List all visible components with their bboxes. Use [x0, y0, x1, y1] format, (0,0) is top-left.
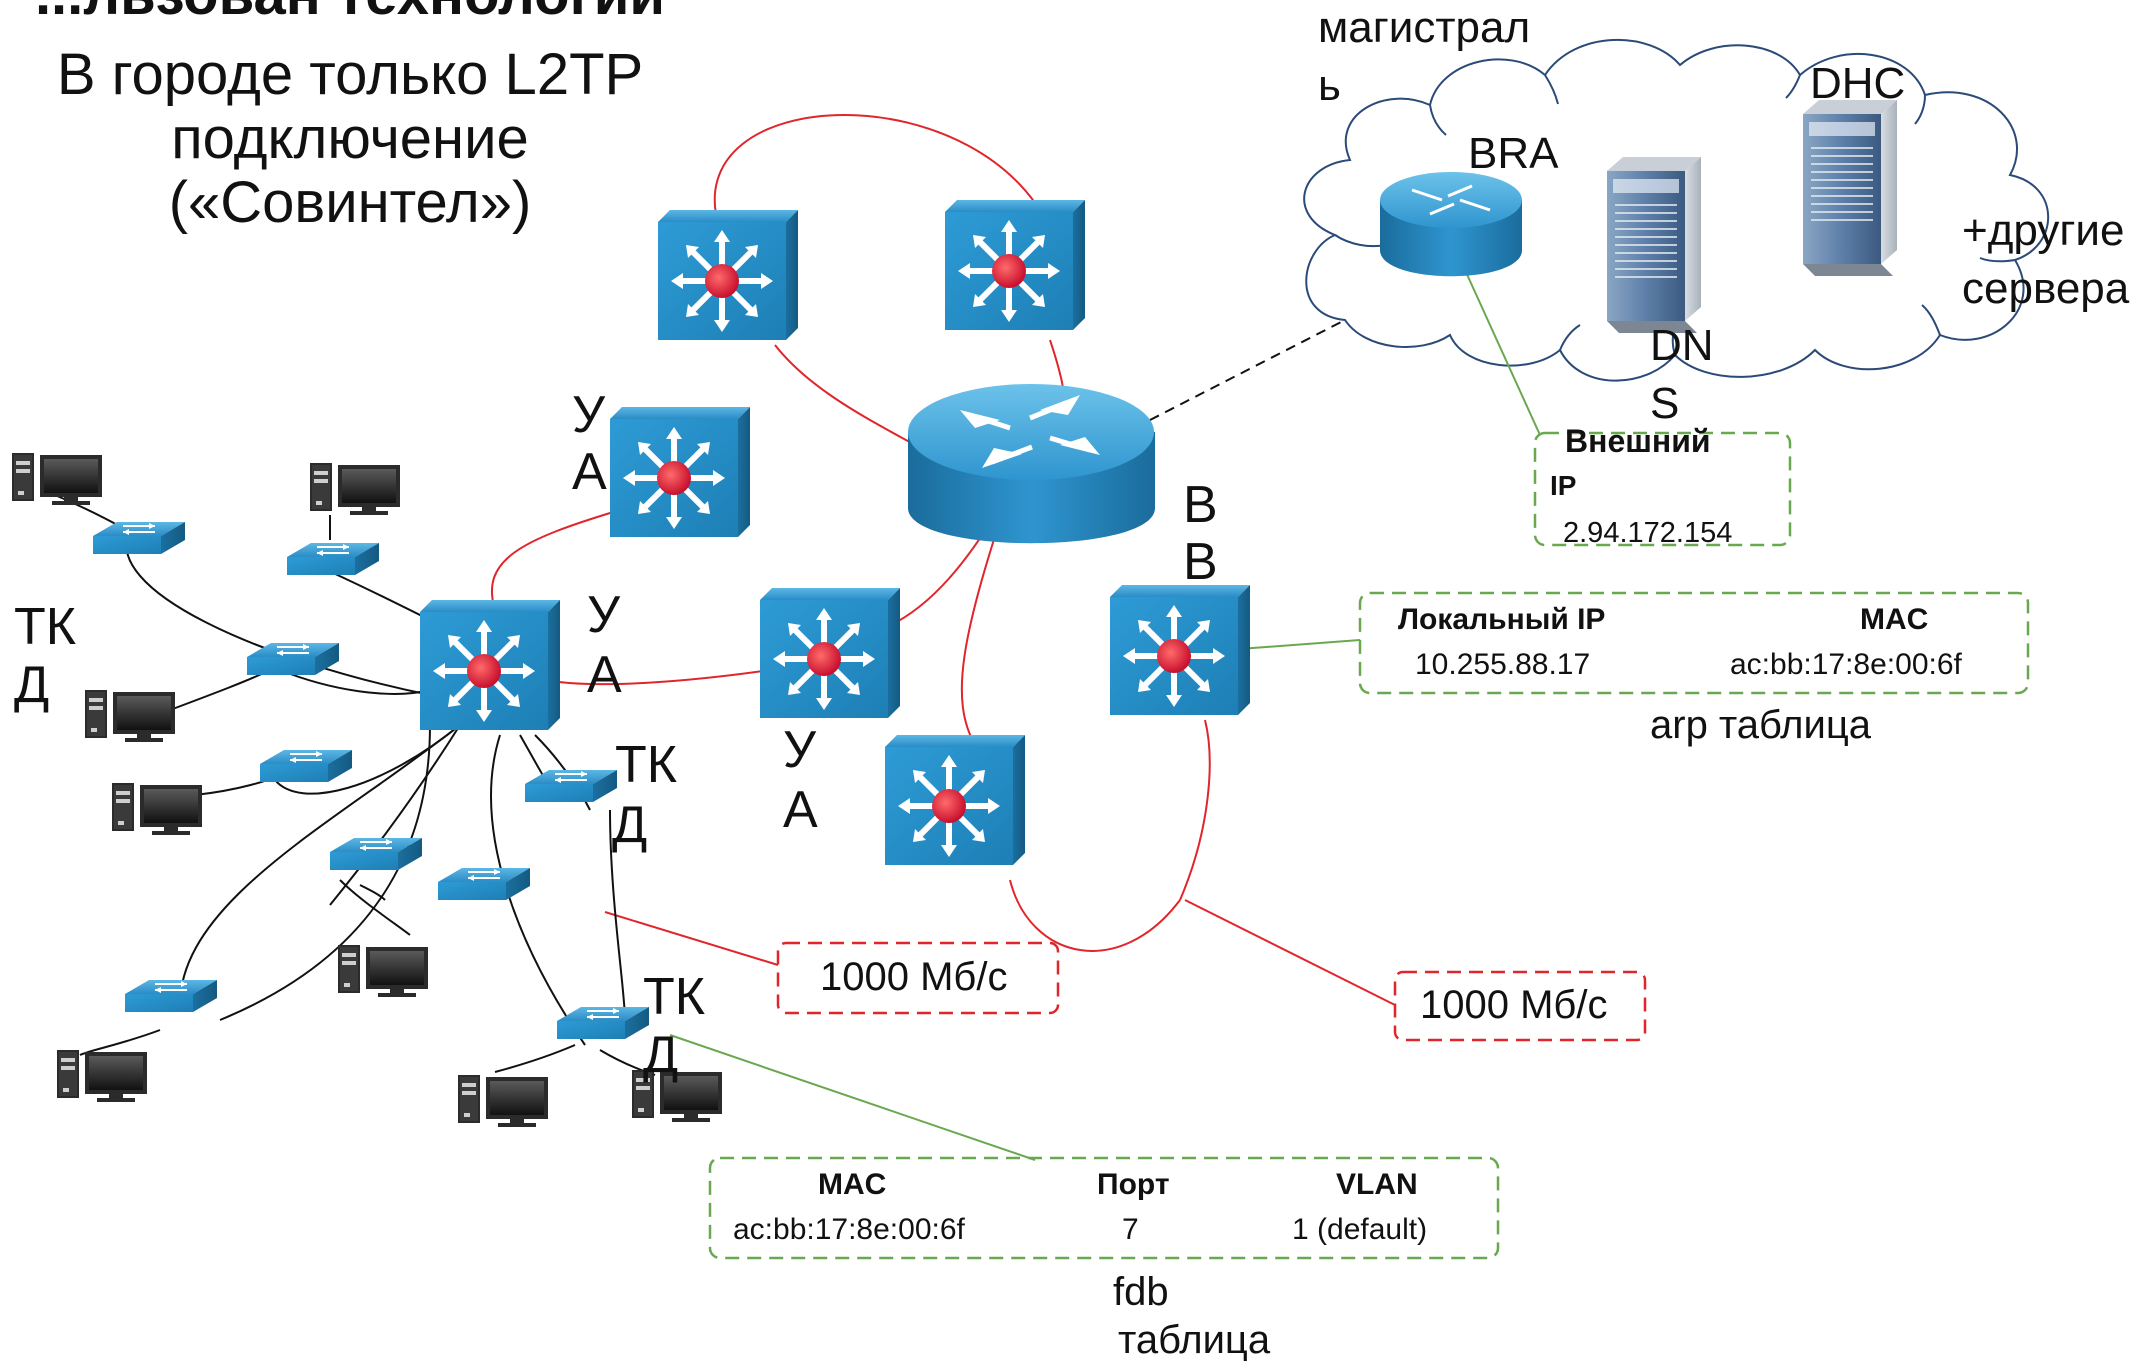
arp-mac: ac:bb:17:8e:00:6f — [1730, 648, 1962, 681]
label-tkd1-top: ТК — [14, 598, 77, 656]
title-line-0: ...льзован технологии — [20, 0, 680, 28]
fdb-caption-2: таблица — [1118, 1318, 1271, 1362]
label-ua3-top: У — [783, 721, 817, 779]
external-ip-value: 2.94.172.154 — [1563, 517, 1733, 549]
arp-table-box — [1358, 591, 2030, 695]
cloud-inner-arcs — [1334, 74, 2016, 356]
arp-ip: 10.255.88.17 — [1415, 648, 1591, 681]
cloud-label-backbone-2: ь — [1318, 61, 1341, 110]
dns-server-icon — [1606, 156, 1702, 334]
workstation-icon — [458, 1075, 548, 1127]
fdb-col-mac: MAC — [818, 1168, 887, 1201]
bras-router-icon — [1380, 172, 1522, 277]
access-switch — [92, 521, 186, 555]
fdb-port: 7 — [1122, 1213, 1139, 1246]
access-switch — [246, 642, 340, 676]
title-line-3: («Совинтел») — [168, 170, 532, 235]
workstation-icon — [310, 463, 400, 515]
access-switch — [124, 979, 218, 1013]
label-tkd2-top: ТК — [615, 736, 678, 794]
label-ua2-bottom: А — [587, 646, 622, 704]
workstation-icon — [112, 783, 202, 835]
uplink-dashed — [1149, 319, 1346, 421]
label-bb-top: В — [1183, 476, 1218, 534]
label-bb-bottom: В — [1183, 533, 1218, 591]
cloud-label-bras: BRA — [1468, 129, 1559, 178]
title-line-1: В городе только L2TP — [56, 42, 644, 107]
access-switch — [286, 542, 380, 576]
aggregation-switch-bottom — [885, 735, 1025, 865]
fdb-vlan: 1 (default) — [1292, 1213, 1428, 1246]
arp-col-mac: MAC — [1860, 603, 1929, 636]
workstation-icon — [12, 453, 102, 505]
fdb-caption-1: fdb — [1113, 1270, 1169, 1314]
label-ua3-bottom: А — [783, 781, 818, 839]
fdb-table-box — [708, 1156, 1500, 1260]
label-tkd1-bottom: Д — [14, 656, 50, 714]
label-ua2-top: У — [587, 586, 621, 644]
cloud-label-other-1: +другие — [1962, 206, 2125, 255]
workstation-icon — [338, 945, 428, 997]
dhcp-server-icon — [1802, 99, 1898, 277]
cloud-label-dns-1: DN — [1650, 321, 1714, 370]
speed-callouts — [604, 899, 1396, 1006]
cloud-label-dns-2: S — [1650, 379, 1680, 428]
label-tkd2-bottom: Д — [612, 796, 648, 854]
fdb-col-port: Порт — [1097, 1168, 1170, 1201]
label-ua1-top: У — [572, 386, 606, 444]
external-ip-header-2: IP — [1550, 470, 1577, 501]
access-switch — [437, 867, 531, 901]
cloud-label-backbone-1: магистрал — [1318, 3, 1531, 52]
aggregation-switch-ua2 — [760, 588, 900, 718]
external-ip-box — [1533, 431, 1792, 547]
fdb-col-vlan: VLAN — [1336, 1168, 1418, 1201]
access-links — [54, 494, 656, 1076]
arp-col-ip: Локальный IP — [1398, 603, 1606, 636]
access-switch — [556, 1006, 650, 1040]
external-ip-header-1: Внешний — [1565, 423, 1711, 459]
access-switch — [524, 769, 618, 803]
label-tkd3-bottom: Д — [643, 1026, 679, 1084]
speed-box-right — [1393, 970, 1647, 1042]
access-switch — [259, 749, 353, 783]
label-ua1-bottom: А — [572, 443, 607, 501]
title-line-2: подключение — [171, 106, 529, 171]
speed-label-left: 1000 Мб/с — [820, 955, 1008, 999]
cloud-label-dhcp: DHC — [1810, 59, 1906, 108]
core-router-icon — [908, 384, 1155, 544]
speed-box-left — [776, 941, 1060, 1015]
label-tkd3-top: ТК — [643, 968, 706, 1026]
workstation-icon — [57, 1050, 147, 1102]
arp-caption: arp таблица — [1650, 703, 1871, 747]
speed-label-right: 1000 Мб/с — [1420, 983, 1608, 1027]
workstation-icon — [85, 690, 175, 742]
access-switch — [329, 837, 423, 871]
fdb-mac: ac:bb:17:8e:00:6f — [733, 1213, 965, 1246]
aggregation-switch-bb — [1110, 585, 1250, 715]
aggregation-switch-ua3 — [420, 600, 560, 730]
cloud-label-other-2: сервера — [1962, 264, 2130, 313]
aggregation-switch-ua1 — [610, 407, 750, 537]
aggregation-switch-top-right — [945, 200, 1085, 330]
